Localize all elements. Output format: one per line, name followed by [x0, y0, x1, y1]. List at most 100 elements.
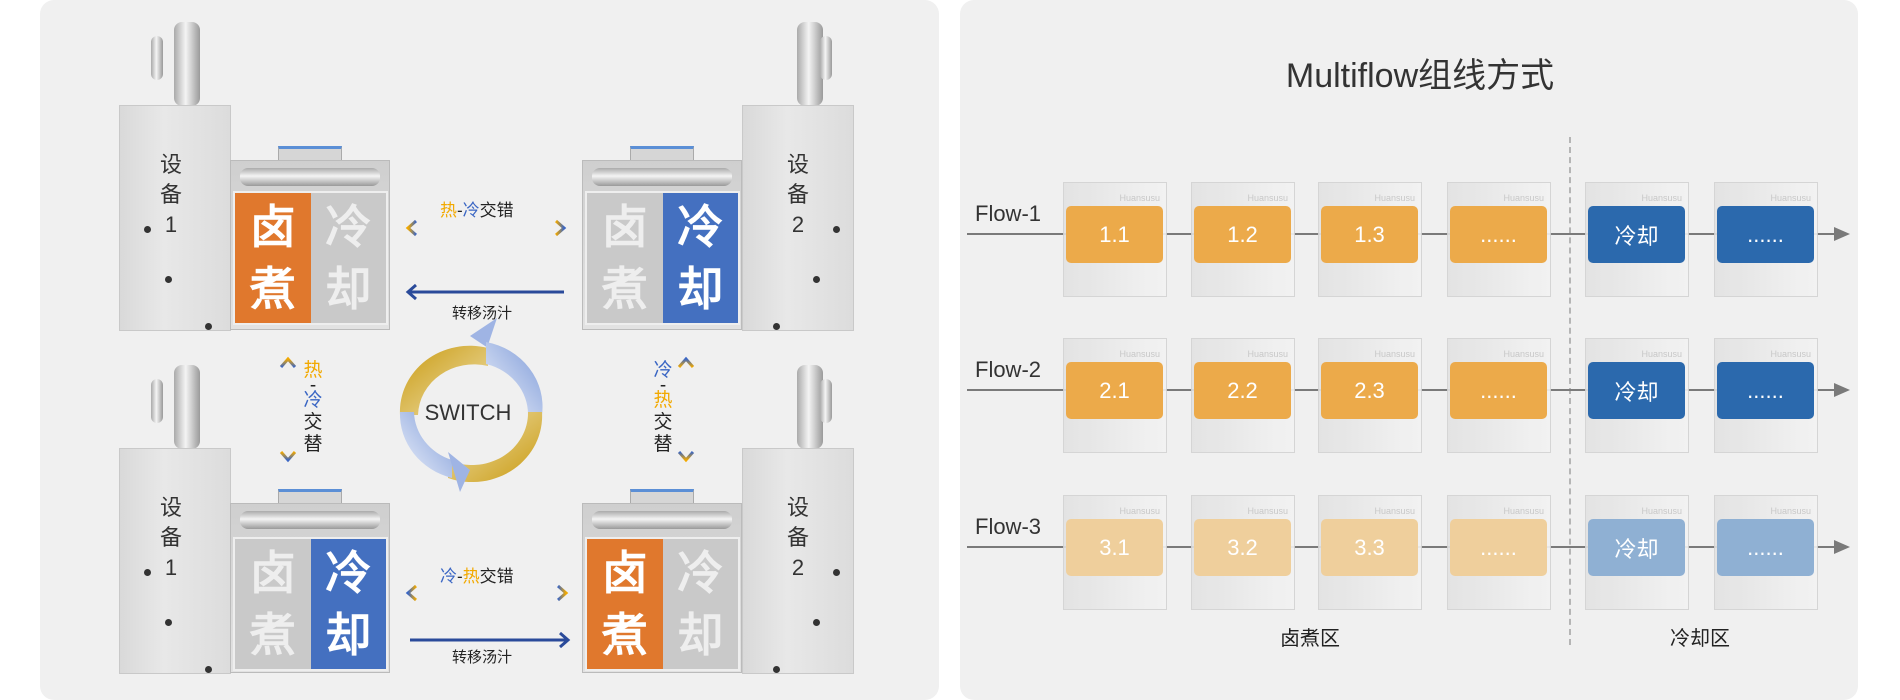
label-char: 煮	[601, 609, 648, 661]
dash: -	[457, 201, 463, 220]
transfer-label-bottom: 转移汤汁	[452, 649, 513, 666]
device-label-char: 设	[786, 152, 809, 177]
device-label-char: 设	[159, 152, 182, 177]
machine-watermark: Huansusu	[1119, 506, 1160, 516]
flow-label: Flow-2	[975, 357, 1042, 382]
machine-watermark: Huansusu	[1247, 506, 1288, 516]
device-label-char: 1	[164, 212, 178, 237]
flow-arrowhead-icon	[1834, 227, 1850, 241]
flow-station: ......	[1717, 362, 1814, 419]
machine-watermark: Huansusu	[1770, 506, 1811, 516]
pipe-icon	[240, 511, 380, 529]
pipe-icon	[240, 168, 380, 186]
machine-watermark: Huansusu	[1770, 193, 1811, 203]
cold-hot-exchange-label: 冷-热交错	[440, 562, 514, 587]
flow-station: 2.3	[1321, 362, 1418, 419]
exchange-text: 交错	[479, 201, 514, 220]
flow-station: 2.2	[1194, 362, 1291, 419]
machine-watermark: Huansusu	[1503, 349, 1544, 359]
cool-label: 冷却	[662, 193, 738, 323]
machine-watermark: Huansusu	[1119, 193, 1160, 203]
pipe-icon	[151, 36, 163, 80]
device-cabinet: 设 备 1	[119, 448, 231, 674]
flow-arrowhead-icon	[1834, 383, 1850, 397]
flow-label: Flow-3	[975, 514, 1042, 539]
label-char: 卤	[249, 201, 296, 253]
transfer-arrow-top	[405, 283, 564, 301]
pipe-icon	[797, 365, 823, 449]
pipe-icon	[174, 22, 200, 106]
pipe-icon	[174, 365, 200, 449]
switch-label: SWITCH	[424, 400, 512, 425]
cold-text: 冷	[440, 567, 457, 586]
text: 替	[303, 434, 323, 455]
machine-watermark: Huansusu	[1119, 349, 1160, 359]
flow-station: ......	[1717, 206, 1814, 263]
status-boiling: 卤煮冷却	[233, 191, 388, 325]
device-label-char: 2	[791, 212, 805, 237]
device-label-char: 设	[786, 495, 809, 520]
machine-watermark: Huansusu	[1247, 349, 1288, 359]
device-label-char: 备	[786, 525, 809, 550]
dash: -	[309, 375, 317, 396]
device-cabinet: 设 备 2	[742, 448, 854, 674]
dash: -	[659, 375, 667, 396]
exchange-arrows	[279, 219, 695, 649]
label-char: 却	[677, 263, 724, 315]
flow-station: 1.2	[1194, 206, 1291, 263]
vertical-arrow-left	[279, 356, 297, 463]
machine-watermark: Huansusu	[1641, 193, 1682, 203]
machine-watermark: Huansusu	[1503, 506, 1544, 516]
label-char: 冷	[677, 547, 724, 599]
left-vertical-label: 热-冷交替	[302, 360, 324, 456]
flow-station: 冷却	[1588, 519, 1685, 576]
cool-label: 冷却	[662, 539, 738, 669]
machine-watermark: Huansusu	[1503, 193, 1544, 203]
device-label-char: 1	[164, 555, 178, 580]
device-label-char: 备	[786, 182, 809, 207]
pipe-icon	[820, 36, 832, 80]
flow-station: ......	[1450, 362, 1547, 419]
hot-text: 热	[653, 390, 673, 411]
cold-text: 冷	[462, 201, 480, 220]
dash: -	[457, 567, 463, 586]
flow-station: 2.1	[1066, 362, 1163, 419]
flow-station: 3.1	[1066, 519, 1163, 576]
boil-label: 卤煮	[235, 539, 311, 669]
device-label-char: 设	[159, 495, 182, 520]
page-title: Multiflow组线方式	[1285, 57, 1555, 95]
cold-hot-arrow-bottom	[405, 584, 569, 602]
label-char: 却	[325, 609, 372, 661]
right-vertical-label: 冷-热交替	[652, 360, 674, 456]
flow-station: ......	[1450, 206, 1547, 263]
cold-text: 冷	[653, 360, 673, 381]
pipe-icon	[820, 379, 832, 423]
text: 替	[653, 434, 673, 455]
status-cooling: 卤煮冷却	[585, 191, 740, 325]
flow-station: ......	[1717, 519, 1814, 576]
label-char: 卤	[249, 547, 296, 599]
device-label-char: 备	[159, 182, 182, 207]
flow-station: 3.3	[1321, 519, 1418, 576]
label-char: 煮	[249, 609, 296, 661]
pipe-icon	[151, 379, 163, 423]
flow-arrowhead-icon	[1834, 540, 1850, 554]
cool-label: 冷却	[310, 193, 386, 323]
transfer-arrow-bottom	[410, 631, 571, 649]
label-char: 却	[677, 609, 724, 661]
flow-label: Flow-1	[975, 201, 1042, 226]
cold-text: 冷	[303, 390, 323, 411]
label-char: 冷	[325, 201, 372, 253]
flow-station: 冷却	[1588, 206, 1685, 263]
label-char: 卤	[601, 201, 648, 253]
label-char: 卤	[601, 547, 648, 599]
zone-label-boil: 卤煮区	[1280, 628, 1340, 650]
pipe-icon	[592, 511, 732, 529]
machine-watermark: Huansusu	[1374, 349, 1415, 359]
status-cooling: 卤煮冷却	[233, 537, 388, 671]
machine-watermark: Huansusu	[1770, 349, 1811, 359]
hot-cold-exchange-label: 热-冷交错	[440, 196, 514, 221]
hot-text: 热	[440, 201, 457, 220]
boil-label: 卤煮	[235, 193, 311, 323]
hot-cold-arrow-top	[405, 219, 567, 237]
